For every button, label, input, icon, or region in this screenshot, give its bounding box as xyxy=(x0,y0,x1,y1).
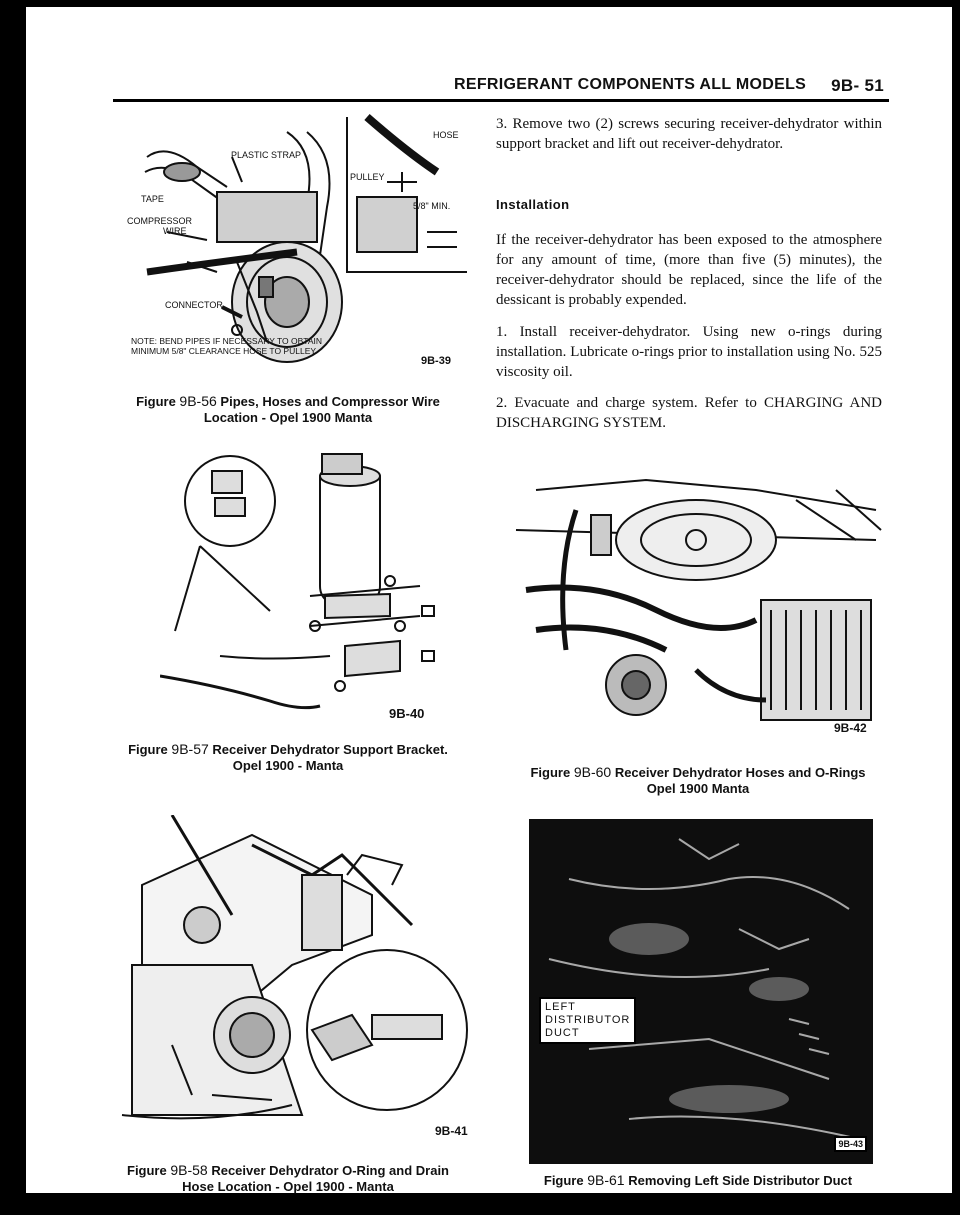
running-header: REFRIGERANT COMPONENTS ALL MODELS 9B- 51 xyxy=(454,76,884,98)
installation-intro-paragraph: If the receiver-dehydrator has been expo… xyxy=(496,232,882,308)
installation-heading: Installation xyxy=(496,197,570,212)
figure-id: 9B-41 xyxy=(435,1124,468,1138)
figure-number: 9B-58 xyxy=(170,1162,208,1178)
caption-text: Pipes, Hoses and Compressor Wire Locatio… xyxy=(203,394,440,425)
figure-number: 9B-61 xyxy=(587,1172,625,1188)
label-plastic-strap: PLASTIC STRAP xyxy=(231,150,302,160)
label-min-clearance: 5/8" MIN. xyxy=(413,201,451,211)
label-hose: HOSE xyxy=(433,130,459,140)
figure-9b-60-caption: Figure 9B-60 Receiver Dehydrator Hoses a… xyxy=(530,764,866,796)
label-tape: TAPE xyxy=(141,194,164,204)
figure-9b-60-illustration: 9B-42 xyxy=(496,470,882,740)
figure-note-line2: MINIMUM 5/8" CLEARANCE HOSE TO PULLEY. xyxy=(131,346,318,356)
photo-label-left-distributor-duct: LEFT DISTRIBUTOR DUCT xyxy=(539,997,637,1044)
label-compressor: COMPRESSOR xyxy=(127,216,193,226)
section-title: REFRIGERANT COMPONENTS ALL MODELS xyxy=(454,76,807,93)
caption-text: Receiver Dehydrator Hoses and O-Rings Op… xyxy=(614,765,866,796)
figure-9b-58-caption: Figure 9B-58 Receiver Dehydrator O-Ring … xyxy=(127,1162,449,1194)
install-step-1-paragraph: 1. Install receiver-dehydrator. Using ne… xyxy=(496,324,882,380)
figure-id: 9B-43 xyxy=(834,1136,867,1152)
figure-number: 9B-57 xyxy=(171,741,209,757)
page-border-top xyxy=(0,0,960,7)
photo-label-line2: DISTRIBUTOR xyxy=(545,1014,631,1026)
label-wire: WIRE xyxy=(163,226,187,236)
page-border-left xyxy=(0,0,26,1215)
figure-9b-61-photo: LEFT DISTRIBUTOR DUCT 9B-43 xyxy=(529,819,873,1164)
page-border-right xyxy=(952,0,960,1193)
caption-text: Receiver Dehydrator O-Ring and Drain Hos… xyxy=(182,1163,449,1194)
figure-id: 9B-42 xyxy=(834,721,867,735)
figure-9b-58-illustration: 9B-41 xyxy=(112,815,472,1155)
page-border-bottom xyxy=(0,1193,960,1215)
install-step-2-paragraph: 2. Evacuate and charge system. Refer to … xyxy=(496,395,882,431)
step-3-paragraph: 3. Remove two (2) screws securing receiv… xyxy=(496,116,882,152)
figure-9b-61-caption: Figure 9B-61 Removing Left Side Distribu… xyxy=(543,1172,853,1188)
label-connector: CONNECTOR xyxy=(165,300,223,310)
figure-note-line1: NOTE: BEND PIPES IF NECESSARY TO OBTAIN xyxy=(131,336,322,346)
figure-9b-56-caption: Figure 9B-56 Pipes, Hoses and Compressor… xyxy=(136,393,440,425)
figure-9b-57-illustration: 9B-40 xyxy=(160,446,460,726)
photo-label-line3: DUCT xyxy=(545,1027,580,1039)
figure-number: 9B-56 xyxy=(179,393,217,409)
caption-text: Receiver Dehydrator Support Bracket. Ope… xyxy=(212,742,448,773)
label-pulley: PULLEY xyxy=(350,172,385,182)
caption-text: Removing Left Side Distributor Duct xyxy=(628,1173,853,1188)
figure-number: 9B-60 xyxy=(573,764,612,780)
photo-label-line1: LEFT xyxy=(545,1001,576,1013)
figure-id: 9B-40 xyxy=(389,706,425,721)
figure-9b-57-caption: Figure 9B-57 Receiver Dehydrator Support… xyxy=(128,741,448,773)
header-rule xyxy=(113,99,889,102)
figure-id: 9B-39 xyxy=(421,355,451,367)
figure-9b-56-illustration: PLASTIC STRAP TAPE COMPRESSOR WIRE HOSE … xyxy=(127,112,467,377)
page-number: 9B- 51 xyxy=(831,76,884,95)
